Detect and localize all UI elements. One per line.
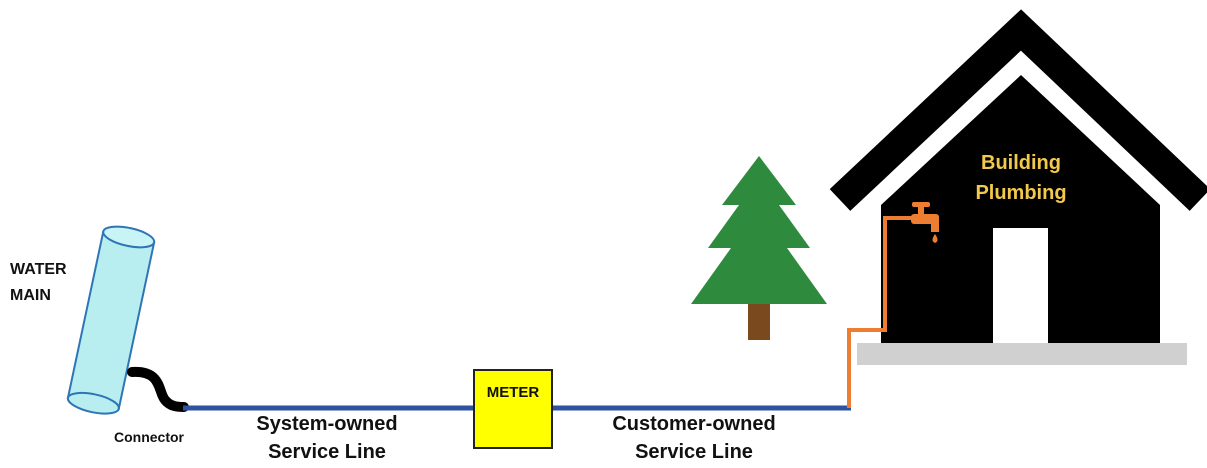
faucet-icon <box>911 202 939 243</box>
connector-hose <box>127 366 189 412</box>
building-plumbing-label: Building Plumbing <box>975 152 1067 204</box>
building-plumbing-pipe <box>847 216 930 408</box>
water-main-pipe <box>66 225 156 415</box>
tree-icon <box>691 156 827 340</box>
meter-box <box>473 369 553 449</box>
house-door <box>993 228 1048 343</box>
water-main-label: WATER MAIN <box>10 261 67 304</box>
system-owned-label: System-owned Service Line <box>256 413 398 463</box>
customer-owned-label: Customer-owned Service Line <box>612 413 776 463</box>
house-icon <box>829 9 1207 365</box>
meter-label: METER <box>486 384 540 401</box>
connector-label: Connector <box>114 429 184 445</box>
